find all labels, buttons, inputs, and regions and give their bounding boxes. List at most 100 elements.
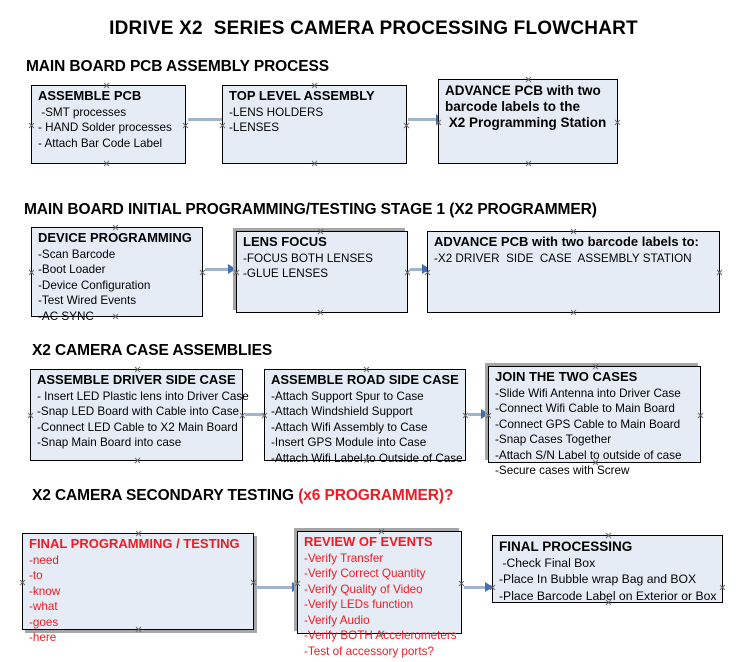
node-line: - Insert LED Plastic lens into Driver Ca… [37, 389, 249, 403]
resize-handle-bottom[interactable] [525, 160, 532, 167]
node-title: DEVICE PROGRAMMING [38, 230, 192, 245]
node-final-programming-testing[interactable]: FINAL PROGRAMMING / TESTING -need -to -k… [19, 533, 257, 644]
resize-handle-left[interactable] [28, 269, 35, 276]
node-line: - HAND Solder processes [38, 121, 172, 135]
node-title-line3: X2 Programming Station [445, 115, 607, 131]
node-line: -Attach Wifi Assembly to Case [271, 420, 428, 434]
node-title: ADVANCE PCB with two barcode labels to: [434, 234, 699, 249]
resize-handle-right[interactable] [716, 269, 723, 276]
node-title: JOIN THE TWO CASES [495, 369, 638, 384]
connector-1-b [408, 118, 444, 121]
resize-handle-left[interactable] [219, 122, 226, 129]
section-heading-4-accent: (x6 PROGRAMMER)? [298, 487, 454, 504]
node-assemble-driver-side-case[interactable]: ASSEMBLE DRIVER SIDE CASE - Insert LED P… [27, 369, 249, 464]
node-line: -goes [29, 615, 59, 629]
section-heading-4-text: X2 CAMERA SECONDARY TESTING [32, 487, 299, 504]
node-line: -Verify LEDs function [304, 598, 414, 612]
node-line: -Boot Loader [38, 263, 106, 277]
node-line: -SMT processes [38, 105, 127, 119]
node-line: -what [29, 600, 58, 614]
node-line: -Place In Bubble wrap Bag and BOX [499, 572, 697, 587]
section-heading-1: MAIN BOARD PCB ASSEMBLY PROCESS [26, 58, 329, 75]
node-device-programming[interactable]: DEVICE PROGRAMMING -Scan Barcode -Boot L… [28, 227, 203, 323]
node-line: -X2 DRIVER SIDE CASE ASSEMBLY STATION [434, 251, 692, 265]
node-advance-pcb-driver-side[interactable]: ADVANCE PCB with two barcode labels to: … [427, 231, 720, 313]
node-assemble-road-side-case[interactable]: ASSEMBLE ROAD SIDE CASE -Attach Support … [264, 369, 466, 465]
node-line: -Verify BOTH Accelerometers [304, 629, 457, 643]
connector-4-b [464, 586, 500, 589]
node-line: -Test Wired Events [38, 294, 137, 308]
arrowhead-4-a [292, 582, 300, 592]
node-join-the-two-cases[interactable]: JOIN THE TWO CASES -Slide Wifi Antenna i… [488, 366, 704, 477]
arrowhead-3-b [481, 409, 489, 419]
node-line: -Secure cases with Screw [495, 464, 630, 478]
node-title: FINAL PROCESSING [499, 539, 633, 554]
arrowhead-4-b [485, 582, 493, 592]
node-line: -Connect LED Cable to X2 Main Board [37, 420, 238, 434]
node-title: REVIEW OF EVENTS [304, 534, 433, 549]
node-line: -know [29, 584, 61, 598]
node-title: TOP LEVEL ASSEMBLY [229, 88, 375, 103]
resize-handle-bottom[interactable] [570, 309, 577, 316]
resize-handle-left[interactable] [27, 412, 34, 419]
node-review-of-events[interactable]: REVIEW OF EVENTS -Verify Transfer -Verif… [297, 531, 462, 658]
resize-handle-top[interactable] [605, 532, 612, 539]
connector-2-a [205, 268, 239, 271]
node-line: -Verify Audio [304, 613, 370, 627]
node-line: -Snap Cases Together [495, 433, 612, 447]
node-line: -Verify Correct Quantity [304, 567, 426, 581]
resize-handle-bottom[interactable] [134, 457, 141, 464]
node-line: -AC SYNC [38, 309, 94, 323]
node-line: -need [29, 553, 59, 567]
node-line: -Verify Quality of Video [304, 582, 423, 596]
resize-handle-right[interactable] [614, 119, 621, 126]
resize-handle-bottom[interactable] [103, 160, 110, 167]
node-lens-focus[interactable]: LENS FOCUS -FOCUS BOTH LENSES -GLUE LENS… [236, 231, 408, 313]
node-title: ASSEMBLE ROAD SIDE CASE [271, 372, 459, 387]
node-assemble-pcb[interactable]: ASSEMBLE PCB -SMT processes - HAND Solde… [31, 85, 186, 164]
node-title: ADVANCE PCB with two [445, 83, 601, 98]
node-line: -Connect GPS Cable to Main Board [495, 417, 681, 431]
section-heading-2: MAIN BOARD INITIAL PROGRAMMING/TESTING S… [24, 201, 597, 218]
resize-handle-right[interactable] [719, 584, 726, 591]
node-line: -Scan Barcode [38, 247, 116, 261]
node-line: -Snap LED Board with Cable into Case [37, 405, 240, 419]
node-line: -Verify Transfer [304, 551, 384, 565]
resize-handle-right[interactable] [182, 122, 189, 129]
node-title-line2: barcode labels to the [445, 99, 581, 115]
node-line: -Slide Wifi Antenna into Driver Case [495, 386, 681, 400]
section-heading-4: X2 CAMERA SECONDARY TESTING (x6 PROGRAMM… [32, 487, 453, 505]
node-line-overflow: -Test of accessory ports? [304, 644, 434, 658]
node-title: FINAL PROGRAMMING / TESTING [29, 536, 240, 551]
node-line: -Check Final Box [499, 556, 596, 571]
node-line: -Attach Support Spur to Case [271, 389, 424, 403]
node-advance-pcb-programming-station[interactable]: ADVANCE PCB with two barcode labels to t… [438, 79, 618, 164]
node-line: -Attach Wifi Label to Outside of Case [271, 451, 463, 465]
node-final-processing[interactable]: FINAL PROCESSING -Check Final Box -Place… [492, 535, 723, 603]
node-top-level-assembly[interactable]: TOP LEVEL ASSEMBLY -LENS HOLDERS -LENSES [222, 85, 407, 164]
resize-handle-bottom[interactable] [311, 160, 318, 167]
resize-handle-left[interactable] [19, 579, 26, 586]
node-line: -Place Barcode Label on Exterior or Box [499, 588, 717, 603]
node-line: -Connect Wifi Cable to Main Board [495, 402, 675, 416]
resize-handle-right[interactable] [697, 412, 704, 419]
node-line: -FOCUS BOTH LENSES [243, 251, 373, 265]
page-title: IDRIVE X2 SERIES CAMERA PROCESSING FLOWC… [109, 18, 638, 39]
resize-handle-right[interactable] [250, 579, 257, 586]
resize-handle-top[interactable] [525, 76, 532, 83]
arrowhead-2-b [422, 264, 430, 274]
node-line: -LENSES [229, 121, 280, 135]
connector-1-a [188, 118, 230, 121]
node-line: -Attach Windshield Support [271, 405, 413, 419]
node-line: -Attach S/N Label to outside of case [495, 448, 682, 462]
resize-handle-right[interactable] [403, 122, 410, 129]
node-line: -Device Configuration [38, 278, 151, 292]
node-line: -to [29, 569, 43, 583]
node-line: -LENS HOLDERS [229, 105, 324, 119]
node-line: -Insert GPS Module into Case [271, 436, 427, 450]
resize-handle-left[interactable] [28, 122, 35, 129]
node-line: -Snap Main Board into case [37, 436, 182, 450]
resize-handle-bottom[interactable] [317, 309, 324, 316]
connector-3-a [245, 413, 277, 416]
